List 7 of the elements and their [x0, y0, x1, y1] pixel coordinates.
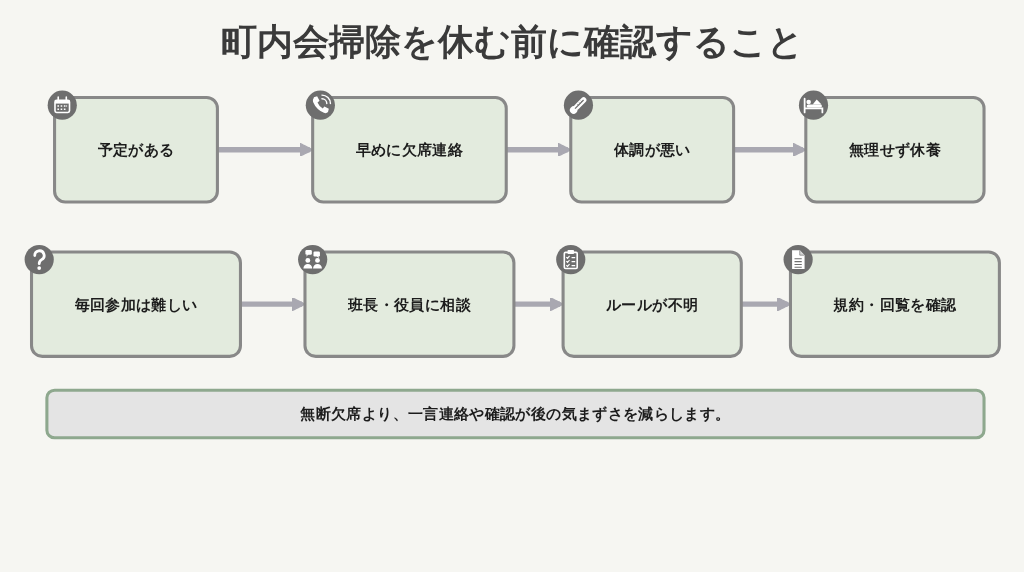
- arrow: [733, 142, 807, 157]
- node-box: 無断欠席より、一言連絡や確認が後の気まずさを減らします。: [45, 388, 986, 440]
- arrow: [506, 142, 572, 157]
- arrow: [217, 142, 314, 157]
- arrow: [741, 296, 792, 312]
- title: 町内会掃除を休む前に確認すること: [219, 20, 805, 64]
- arrow: [240, 296, 306, 312]
